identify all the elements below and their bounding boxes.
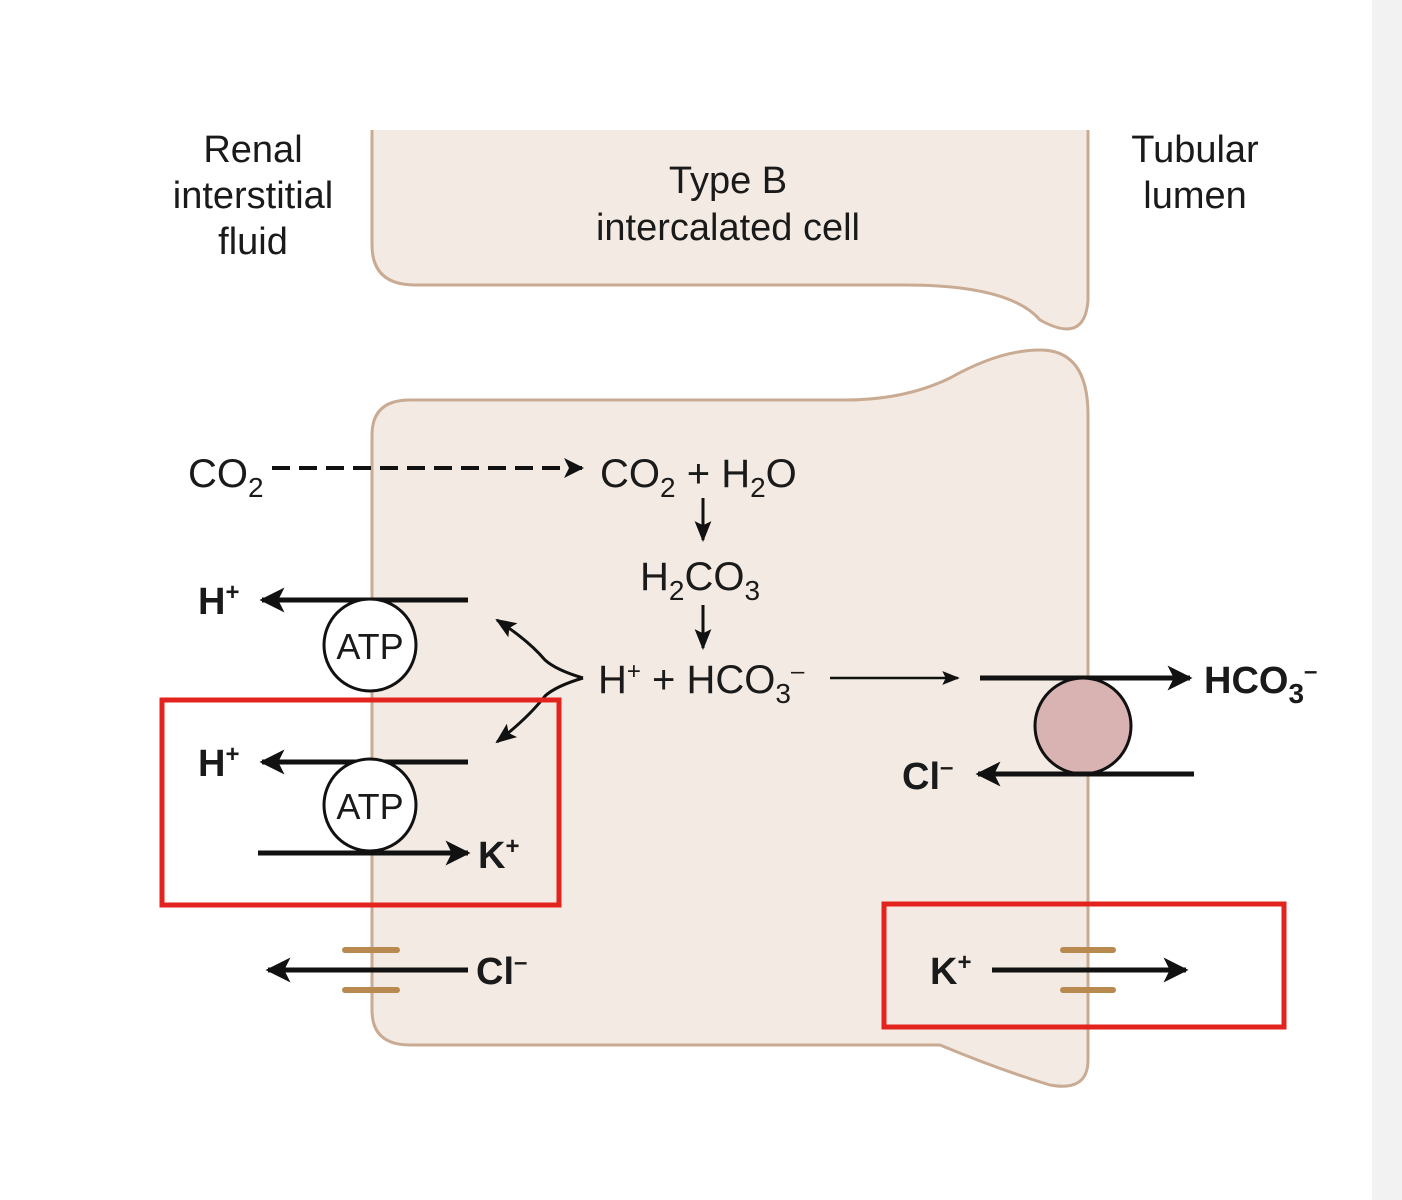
- highlight-box-k-channel: [881, 901, 1287, 1030]
- interstitial-fluid-label: Renal interstitial fluid: [173, 129, 334, 263]
- cell-type-label: Type B intercalated cell: [596, 160, 860, 249]
- h2co3-label: H2CO3: [640, 555, 760, 606]
- k-ion-label-left: K+: [478, 833, 519, 877]
- svg-text:interstitial: interstitial: [173, 175, 334, 217]
- h-split-lower-arrow: [495, 676, 584, 744]
- atp-label-lower: ATP: [336, 786, 403, 827]
- h-atpase-pump-upper: [322, 597, 418, 693]
- page-edge-strip: [1372, 0, 1402, 1200]
- h-split-upper-arrow: [495, 618, 584, 680]
- co2-h2o-label: CO2 + H2O: [600, 452, 797, 503]
- co2-outside-label: CO2: [188, 452, 264, 503]
- cl-ion-label-right: Cl–: [902, 754, 953, 798]
- h-ion-label-upper: H+: [198, 579, 239, 623]
- hco3-ion-label-right: HCO3–: [1204, 658, 1317, 709]
- h-hco3-label: H+ + HCO3–: [598, 658, 805, 709]
- h-ion-label-lower: H+: [198, 741, 239, 785]
- svg-text:Tubular: Tubular: [1131, 129, 1259, 171]
- svg-text:Renal: Renal: [203, 129, 302, 171]
- svg-text:fluid: fluid: [218, 221, 288, 263]
- k-ion-label-right: K+: [930, 949, 971, 993]
- svg-text:lumen: lumen: [1143, 175, 1247, 217]
- svg-text:Type B: Type B: [669, 160, 787, 202]
- cl-ion-label-left: Cl–: [476, 949, 527, 993]
- highlight-box-h-k-atpase: [159, 697, 562, 908]
- atp-label-upper: ATP: [336, 626, 403, 667]
- cl-hco3-exchanger: [1033, 676, 1133, 776]
- upper-cell-shape: [370, 130, 1090, 331]
- svg-text:intercalated cell: intercalated cell: [596, 207, 860, 249]
- tubular-lumen-label: Tubular lumen: [1131, 129, 1259, 217]
